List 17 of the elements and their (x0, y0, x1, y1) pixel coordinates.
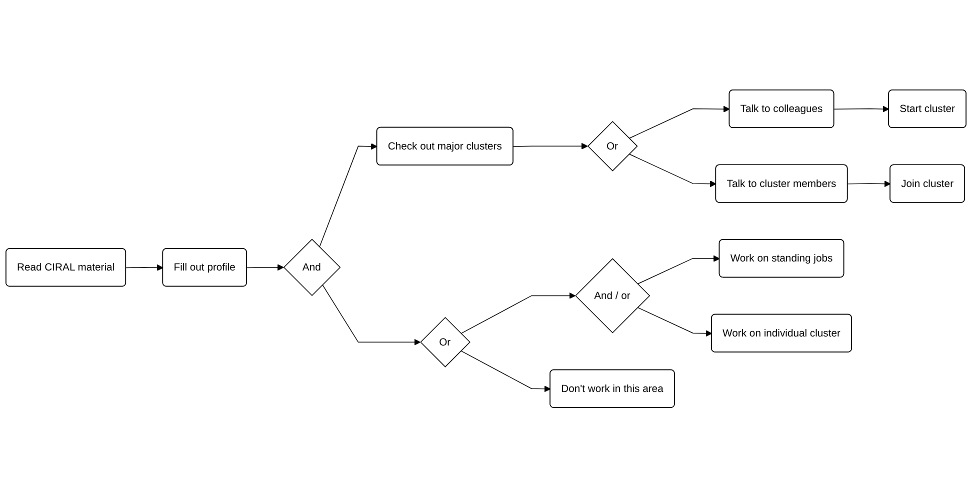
arrow (319, 143, 378, 248)
arrow (628, 154, 716, 188)
node-diamond: Or (587, 121, 638, 172)
arrow (834, 106, 890, 113)
arrow (322, 284, 421, 346)
arrow (460, 292, 576, 334)
node-diamond: Or (420, 317, 470, 368)
arrow (513, 143, 588, 150)
arrow (628, 106, 730, 140)
arrow (637, 307, 712, 337)
arrow (637, 256, 720, 285)
arrow (246, 264, 284, 271)
node-diamond: And (283, 239, 341, 296)
arrow (460, 350, 551, 392)
arrow (847, 180, 891, 188)
node-diamond: And / or (575, 258, 650, 334)
arrow (126, 264, 164, 272)
